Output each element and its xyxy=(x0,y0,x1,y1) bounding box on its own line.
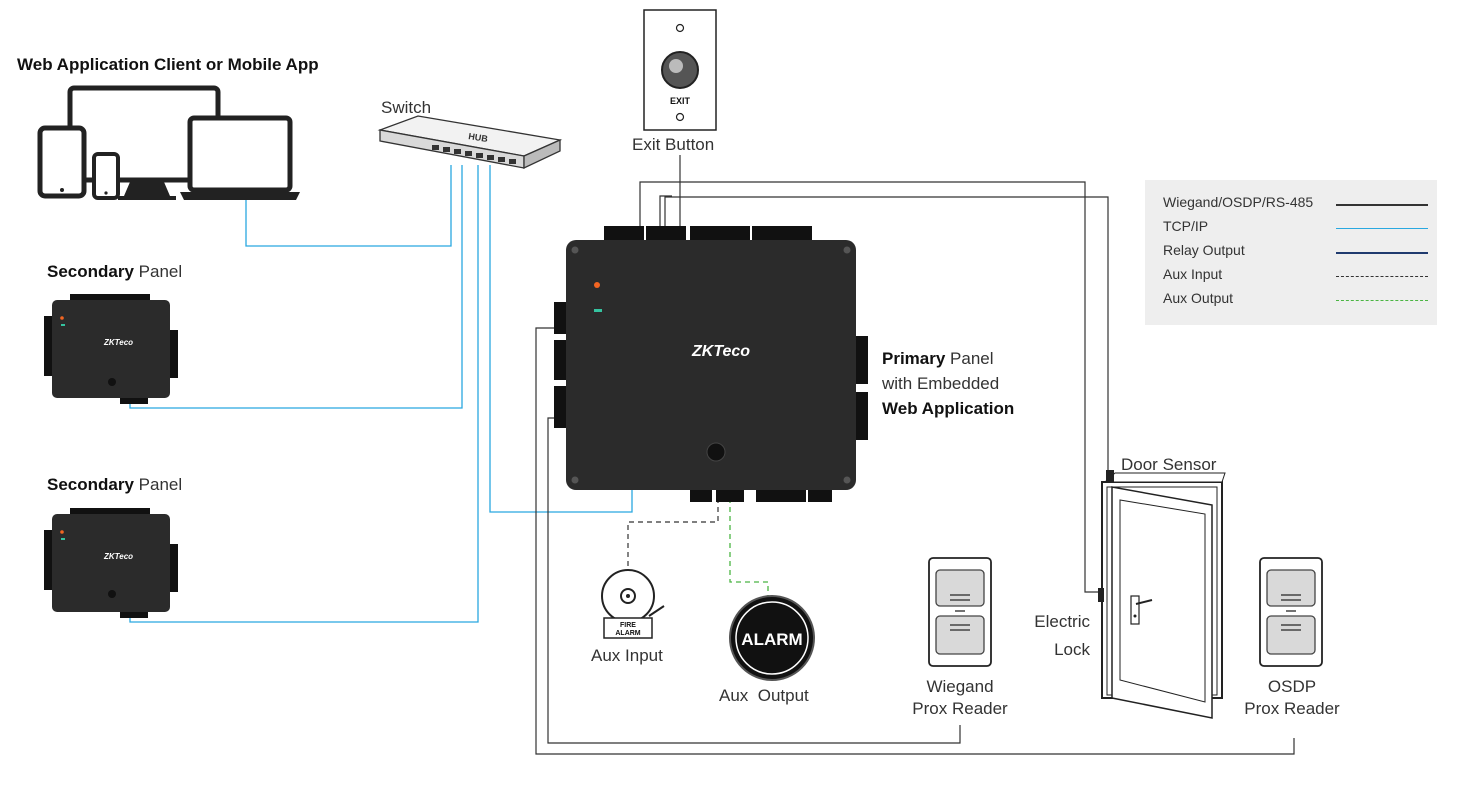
legend-swatch xyxy=(1336,252,1428,254)
fire-alarm-text-2: ALARM xyxy=(615,630,640,637)
electric-lock-label: Electric Lock xyxy=(1010,608,1090,664)
secondary-panel-2-label: Secondary Panel xyxy=(47,475,182,495)
switch-icon: HUB xyxy=(377,115,563,170)
door-sensor-wire xyxy=(664,196,1109,476)
osdp-reader-label: OSDP Prox Reader xyxy=(1232,676,1352,720)
primary-panel-label-rest: Panel xyxy=(945,349,994,368)
wiegand-reader-icon xyxy=(928,557,992,667)
wiegand-reader-line2: Prox Reader xyxy=(912,699,1008,718)
legend-item: Relay Output xyxy=(1163,242,1428,264)
alarm-siren-text: ALARM xyxy=(741,630,802,649)
switch-label: Switch xyxy=(381,98,432,117)
wiegand-reader-wire xyxy=(535,327,1295,755)
wiegand-reader-label: Wiegand Prox Reader xyxy=(900,676,1020,720)
aux-output-label: Aux Output xyxy=(719,686,809,705)
secondary-panel-2-label-bold: Secondary xyxy=(47,475,134,494)
exit-button-wire-2 xyxy=(659,195,672,228)
page-title: Web Application Client or Mobile App xyxy=(17,55,319,74)
legend-item: Aux Output xyxy=(1163,290,1428,312)
legend-swatch xyxy=(1336,300,1428,301)
legend: Wiegand/OSDP/RS-485 TCP/IP Relay Output … xyxy=(1145,180,1437,325)
secondary-panel-2-logo: ZKTeco xyxy=(103,552,133,561)
wiegand-reader-line1: Wiegand xyxy=(926,677,994,696)
secondary-panel-1-logo: ZKTeco xyxy=(103,338,133,347)
secondary-panel-1-label-rest: Panel xyxy=(133,262,183,281)
aux-input-wire xyxy=(627,498,719,568)
secondary-panel-1-label-bold: Secondary xyxy=(47,262,134,281)
osdp-reader-icon xyxy=(1259,557,1323,667)
legend-item: Aux Input xyxy=(1163,266,1428,288)
primary-panel-label-bold: Primary xyxy=(882,349,946,368)
primary-panel-logo: ZKTeco xyxy=(691,343,750,360)
hub-label: HUB xyxy=(468,131,489,144)
primary-panel-icon: ZKTeco xyxy=(554,226,868,502)
osdp-reader-line1: OSDP xyxy=(1267,677,1317,696)
exit-button-label: Exit Button xyxy=(632,135,715,154)
legend-item: Wiegand/OSDP/RS-485 xyxy=(1163,194,1428,216)
legend-swatch xyxy=(1336,204,1428,206)
tcpip-line-secondary-1 xyxy=(129,165,463,409)
legend-label: Relay Output xyxy=(1163,242,1245,258)
legend-swatch xyxy=(1336,276,1428,277)
tcpip-line-secondary-2 xyxy=(129,165,479,623)
door-icon xyxy=(1098,470,1226,719)
fire-alarm-icon: FIRE ALARM xyxy=(601,569,665,639)
electric-lock-line1: Electric xyxy=(1034,612,1090,631)
aux-output-wire xyxy=(729,498,769,596)
alarm-siren-icon: ALARM xyxy=(729,595,815,681)
exit-button-icon: EXIT xyxy=(643,9,717,131)
legend-swatch xyxy=(1336,228,1428,229)
secondary-panel-2-label-rest: Panel xyxy=(133,475,183,494)
legend-label: Aux Input xyxy=(1163,266,1223,282)
secondary-panel-1-label: Secondary Panel xyxy=(47,262,182,282)
primary-panel-label-line2: with Embedded xyxy=(882,374,1000,393)
legend-label: Aux Output xyxy=(1163,290,1234,306)
primary-panel-label: Primary Panel with Embedded Web Applicat… xyxy=(882,346,1014,421)
osdp-reader-line2: Prox Reader xyxy=(1244,699,1340,718)
secondary-panel-1-icon: ZKTeco xyxy=(44,294,178,404)
aux-input-label: Aux Input xyxy=(591,646,663,665)
legend-label: TCP/IP xyxy=(1163,218,1209,234)
tcpip-line-client xyxy=(245,165,452,247)
door-sensor-label: Door Sensor xyxy=(1121,455,1217,474)
client-devices-icon xyxy=(37,85,300,200)
exit-button-text: EXIT xyxy=(670,96,691,106)
lock-wire xyxy=(639,181,1100,593)
electric-lock-line2: Lock xyxy=(1054,640,1090,659)
legend-item: TCP/IP xyxy=(1163,218,1428,240)
secondary-panel-2-icon: ZKTeco xyxy=(44,508,178,618)
fire-alarm-text-1: FIRE xyxy=(620,622,636,629)
primary-panel-label-line3: Web Application xyxy=(882,399,1015,418)
legend-label: Wiegand/OSDP/RS-485 xyxy=(1163,194,1314,210)
